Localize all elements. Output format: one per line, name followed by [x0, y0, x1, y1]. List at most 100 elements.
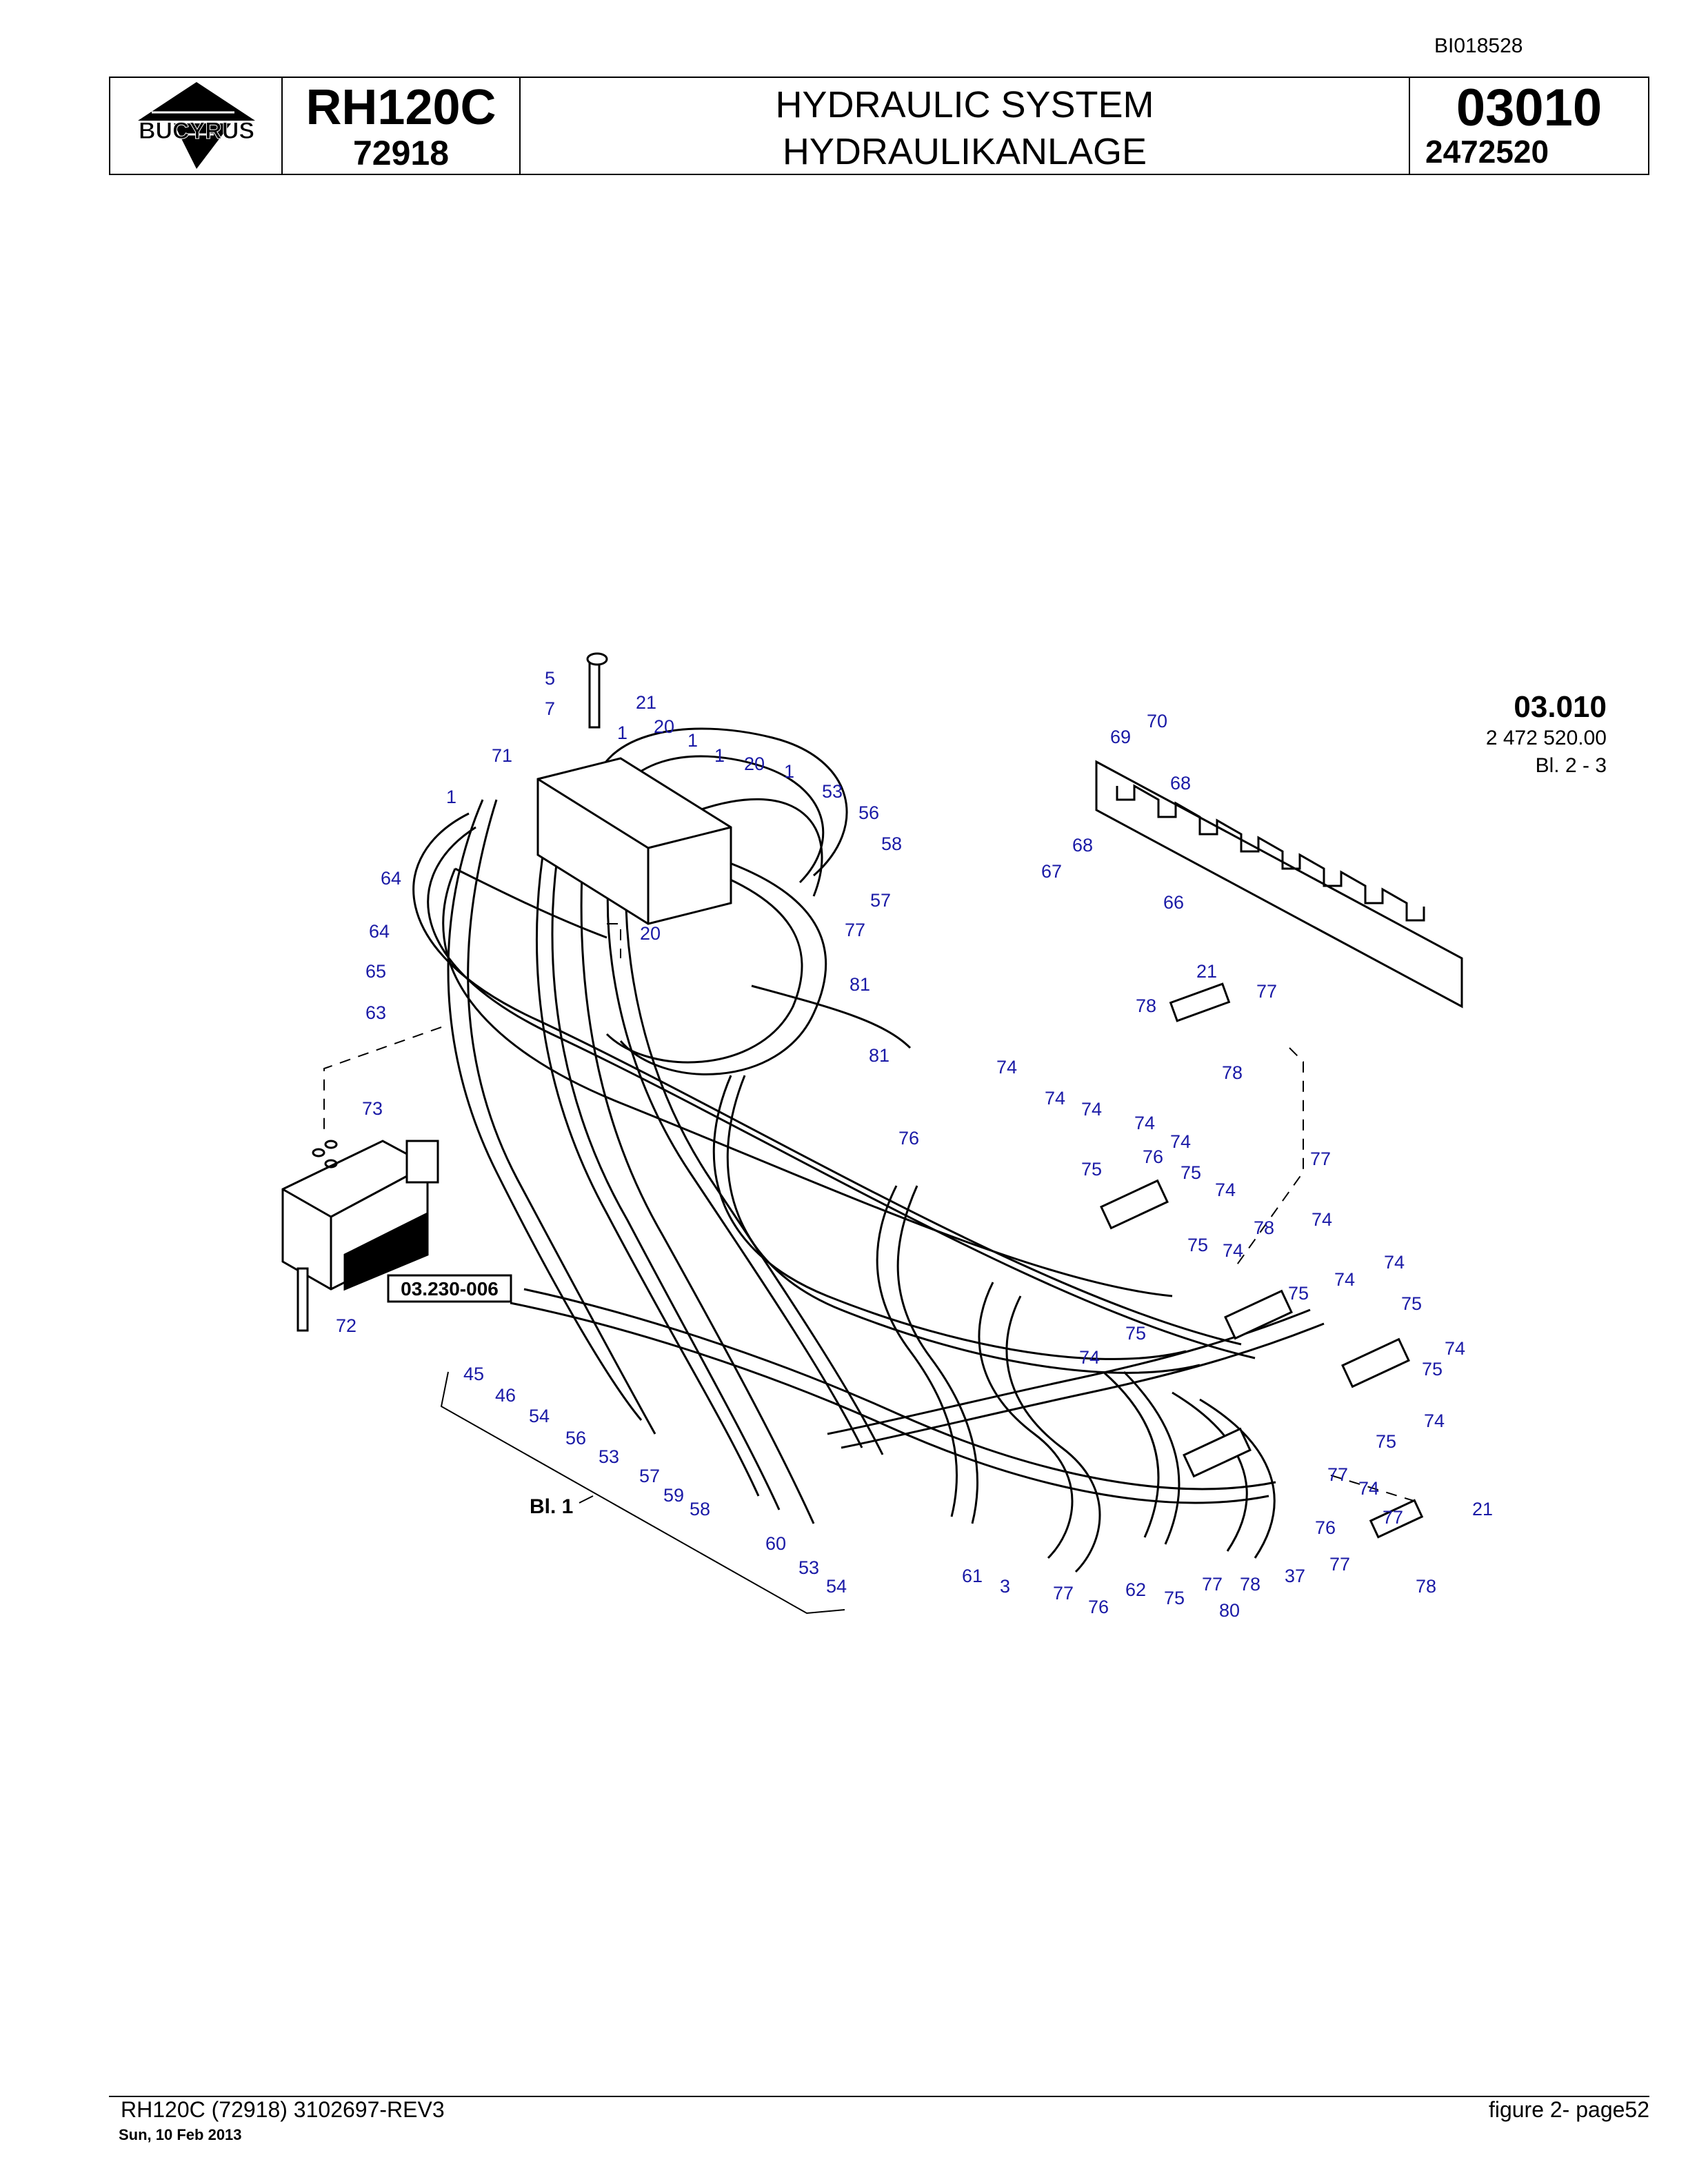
callout: 65	[365, 961, 386, 982]
callout: 5	[545, 668, 555, 689]
boxed-ref-frame	[387, 1274, 512, 1303]
callout: 60	[765, 1533, 786, 1554]
boxed-ref: 03.230-006	[401, 1278, 499, 1300]
callout: 77	[1053, 1583, 1074, 1604]
callout: 75	[1125, 1323, 1146, 1344]
callout: 80	[1219, 1600, 1240, 1621]
callout: 77	[1329, 1554, 1350, 1575]
part-number: 2472520	[1425, 134, 1549, 170]
callout: 75	[1180, 1162, 1201, 1183]
callout: 46	[495, 1385, 516, 1406]
callout: 62	[1125, 1579, 1146, 1600]
callout: 1	[714, 745, 725, 766]
callout: 74	[1312, 1209, 1332, 1230]
callout: 74	[996, 1057, 1017, 1078]
callout: 74	[1170, 1131, 1191, 1152]
callout: 57	[639, 1466, 660, 1486]
callout: 74	[1424, 1410, 1445, 1431]
callout: 78	[1222, 1062, 1243, 1083]
callout: 75	[1288, 1283, 1309, 1304]
title-block: BUCYRUS RH120C 72918 HYDRAULIC SYSTEM HY…	[109, 77, 1649, 175]
section-number: 03010	[1456, 79, 1602, 137]
callout: 71	[492, 745, 512, 766]
callout: 78	[1136, 995, 1156, 1016]
callout: 58	[690, 1499, 710, 1519]
callout: 20	[654, 716, 674, 737]
logo-cell: BUCYRUS	[110, 78, 283, 174]
callout: 53	[599, 1446, 619, 1467]
callout: 21	[636, 692, 656, 713]
footer-page-ref: figure 2- page52	[1488, 2097, 1649, 2122]
callout: 20	[640, 923, 661, 944]
callout: 77	[1202, 1574, 1223, 1595]
valve-block	[281, 1140, 439, 1332]
callout: 78	[1240, 1574, 1260, 1595]
callout: 76	[898, 1128, 919, 1149]
callout: 63	[365, 1002, 386, 1023]
callout: 74	[1134, 1113, 1155, 1133]
bucyrus-logo: BUCYRUS	[138, 82, 255, 169]
callout: 72	[336, 1315, 356, 1336]
callout: 75	[1401, 1293, 1422, 1314]
sheet-ref: Bl. 2 - 3	[1536, 754, 1607, 777]
callout: 74	[1223, 1240, 1243, 1261]
footer-rule	[109, 2096, 1649, 2097]
callout: 64	[381, 868, 401, 889]
callout: 45	[463, 1364, 484, 1384]
model-cell: RH120C 72918	[283, 78, 521, 174]
callout: 74	[1358, 1478, 1379, 1499]
callout: 75	[1081, 1159, 1102, 1180]
callout: 21	[1472, 1499, 1493, 1519]
callout: 75	[1422, 1359, 1443, 1379]
callout: 77	[1256, 981, 1277, 1002]
callout: 74	[1045, 1088, 1065, 1109]
callout: 1	[784, 761, 794, 782]
callout: 74	[1079, 1347, 1100, 1368]
callout: 70	[1147, 711, 1167, 731]
callout: 74	[1384, 1252, 1405, 1273]
callout: 76	[1315, 1517, 1336, 1538]
footer-date: Sun, 10 Feb 2013	[119, 2126, 242, 2143]
control-manifold	[536, 652, 732, 925]
callout: 21	[1196, 961, 1217, 982]
model-name: RH120C	[305, 80, 496, 135]
callout: 69	[1110, 727, 1131, 747]
callout: 57	[870, 890, 891, 911]
callout: 75	[1164, 1588, 1185, 1608]
callout: 74	[1445, 1338, 1465, 1359]
callout: 53	[798, 1557, 819, 1578]
callout: 68	[1170, 773, 1191, 793]
callout: 78	[1416, 1576, 1436, 1597]
section-cell: 03010 2472520	[1410, 78, 1648, 174]
callout: 74	[1215, 1180, 1236, 1200]
ref-lines	[323, 923, 1421, 1615]
callout: 75	[1376, 1431, 1396, 1452]
callout: 58	[881, 833, 902, 854]
callout: 54	[529, 1406, 550, 1426]
callout: 73	[362, 1098, 383, 1119]
callout: 56	[858, 802, 879, 823]
logo-text: BUCYRUS	[139, 118, 254, 144]
callout: 53	[822, 781, 843, 802]
callout: 77	[1327, 1464, 1348, 1485]
callout: 7	[545, 698, 555, 719]
callout: 1	[446, 787, 456, 807]
callout: 66	[1163, 892, 1184, 913]
callout: 76	[1143, 1146, 1163, 1167]
callout: 1	[687, 730, 698, 751]
callout: 78	[1254, 1217, 1274, 1238]
title-english: HYDRAULIC SYSTEM	[775, 84, 1154, 125]
callout: 75	[1187, 1235, 1208, 1255]
callout: 77	[1310, 1149, 1331, 1169]
sheet-link: Bl. 1	[530, 1495, 573, 1518]
fitting-group	[1100, 982, 1424, 1539]
callout: 81	[869, 1045, 890, 1066]
callout: 64	[369, 921, 390, 942]
callout: 59	[663, 1485, 684, 1506]
callout: 77	[845, 920, 865, 940]
document-id: BI018528	[1434, 34, 1523, 57]
callout: 20	[744, 754, 765, 774]
callout: 81	[850, 974, 870, 995]
callout: 37	[1285, 1566, 1305, 1586]
